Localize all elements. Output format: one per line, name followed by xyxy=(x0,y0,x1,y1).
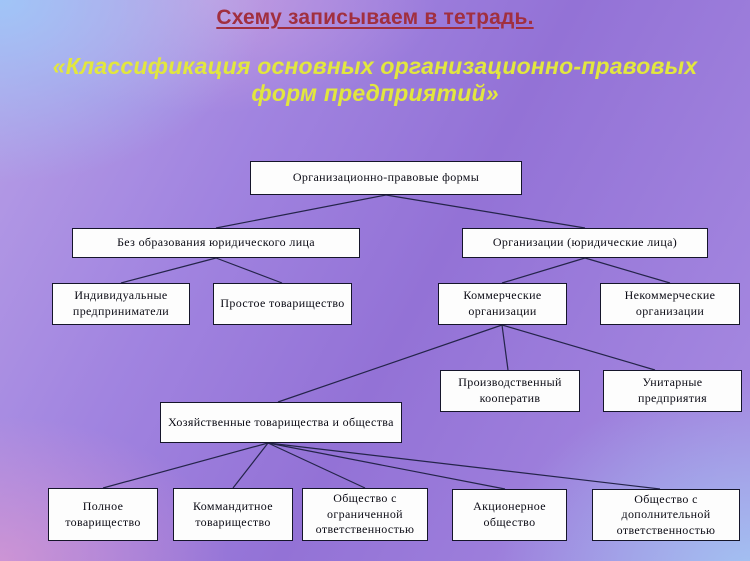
node-simple-partnership: Простое товарищество xyxy=(213,283,352,325)
node-individual-entrepreneurs: Индивидуальные предприниматели xyxy=(52,283,190,325)
connector-line xyxy=(501,257,586,284)
connector-line xyxy=(501,324,656,371)
connector-line xyxy=(120,257,217,284)
connector-line xyxy=(584,257,671,284)
connector-line xyxy=(102,442,269,489)
connector-line xyxy=(501,324,509,371)
connector-line xyxy=(277,324,503,403)
node-commercial-organizations: Коммерческие организации xyxy=(438,283,567,325)
node-noncommercial-organizations: Некоммерческие организации xyxy=(600,283,740,325)
slide-subtitle: «Классификация основных организационно-п… xyxy=(52,53,698,106)
node-production-cooperative: Производственный кооператив xyxy=(440,370,580,412)
node-unitary-enterprises: Унитарные предприятия xyxy=(603,370,742,412)
slide-title: Схему записываем в тетрадь. xyxy=(216,6,534,29)
connector-line xyxy=(215,257,283,284)
connector-line xyxy=(385,194,586,229)
node-full-partnership: Полное товарищество xyxy=(48,488,158,541)
connector-line xyxy=(215,194,387,229)
node-joint-stock-company: Акционерное общество xyxy=(452,489,567,541)
node-organizations-legal-entities: Организации (юридические лица) xyxy=(462,228,708,258)
connector-line xyxy=(232,442,269,489)
node-org-legal-forms: Организационно-правовые формы xyxy=(250,161,522,195)
node-limited-partnership: Коммандитное товарищество xyxy=(173,488,293,541)
node-without-legal-entity: Без образования юридического лица xyxy=(72,228,360,258)
node-additional-liability-company: Общество с дополнительной ответственност… xyxy=(592,489,740,541)
connector-line xyxy=(267,442,366,489)
connector-line xyxy=(267,442,661,490)
node-business-partnerships-societies: Хозяйственные товарищества и общества xyxy=(160,402,402,443)
connector-line xyxy=(267,442,506,490)
node-limited-liability-company: Общество с ограниченной ответственностью xyxy=(302,488,428,541)
